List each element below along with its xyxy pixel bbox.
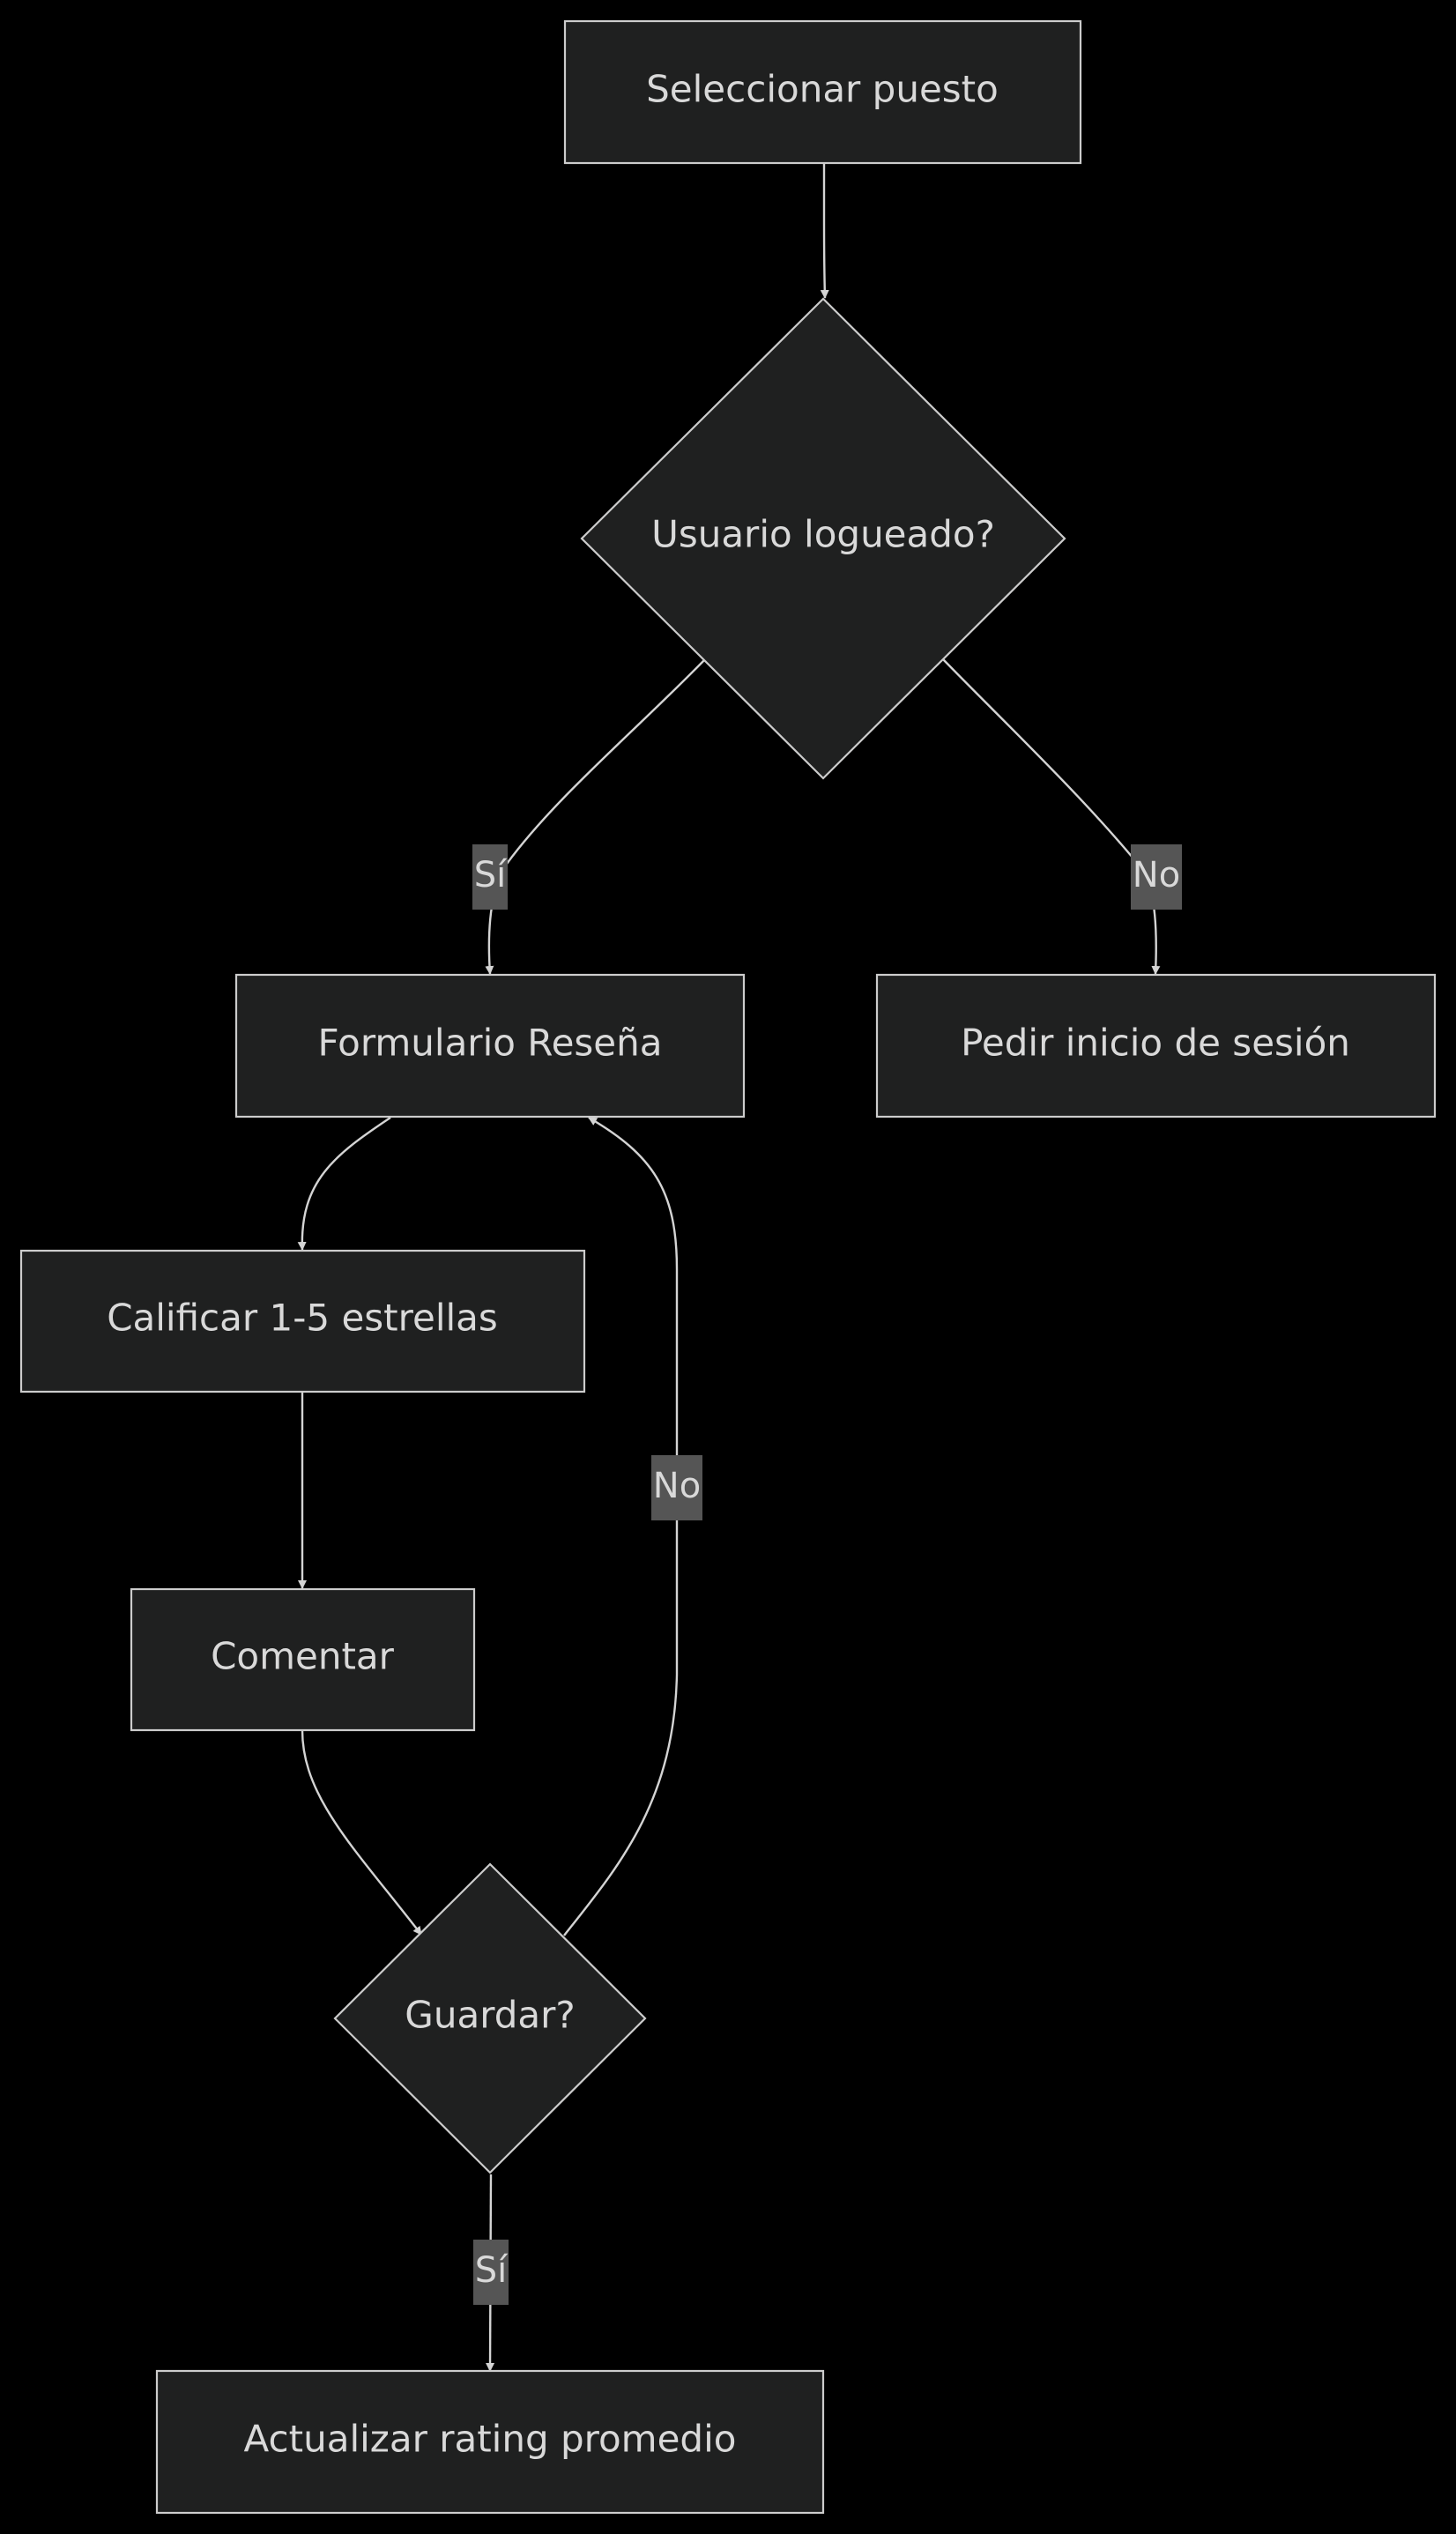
node-label: Comentar (211, 1635, 395, 1678)
edge-label-text: Sí (475, 2250, 509, 2291)
edge-logged-to-login (942, 658, 1161, 975)
edge-logged-to-form (485, 658, 706, 975)
node-label: Calificar 1-5 estrellas (107, 1297, 498, 1340)
node-label: Guardar? (405, 1994, 575, 2037)
edge-comment-to-save (301, 1729, 422, 1936)
edge-label-save-yes: Sí (473, 2240, 509, 2305)
node-formulario-resena: Formulario Reseña (234, 973, 746, 1118)
node-calificar-estrellas: Calificar 1-5 estrellas (19, 1249, 586, 1393)
node-label: Pedir inicio de sesión (961, 1022, 1350, 1065)
edge-save-to-form (563, 1116, 679, 1936)
node-label: Usuario logueado? (651, 513, 995, 556)
node-label: Formulario Reseña (317, 1022, 662, 1065)
node-label: Actualizar rating promedio (244, 2418, 737, 2461)
edge-label-text: No (1133, 855, 1180, 895)
edge-label-logged-yes: Sí (472, 844, 508, 910)
edge-form-to-rate (297, 1117, 391, 1251)
node-pedir-inicio-sesion: Pedir inicio de sesión (875, 973, 1437, 1118)
edge-label-text: Sí (474, 855, 508, 895)
node-seleccionar-puesto: Seleccionar puesto (563, 19, 1082, 165)
node-actualizar-rating: Actualizar rating promedio (155, 2369, 825, 2515)
node-label: Seleccionar puesto (646, 68, 999, 111)
edge-label-logged-no: No (1131, 844, 1182, 910)
edge-select-to-logged (820, 164, 829, 299)
node-guardar-decision: Guardar? (333, 1862, 647, 2174)
edge-label-save-no: No (651, 1455, 702, 1520)
node-comentar: Comentar (130, 1587, 476, 1732)
node-usuario-logueado-decision: Usuario logueado? (580, 297, 1066, 780)
edge-label-text: No (653, 1466, 701, 1506)
